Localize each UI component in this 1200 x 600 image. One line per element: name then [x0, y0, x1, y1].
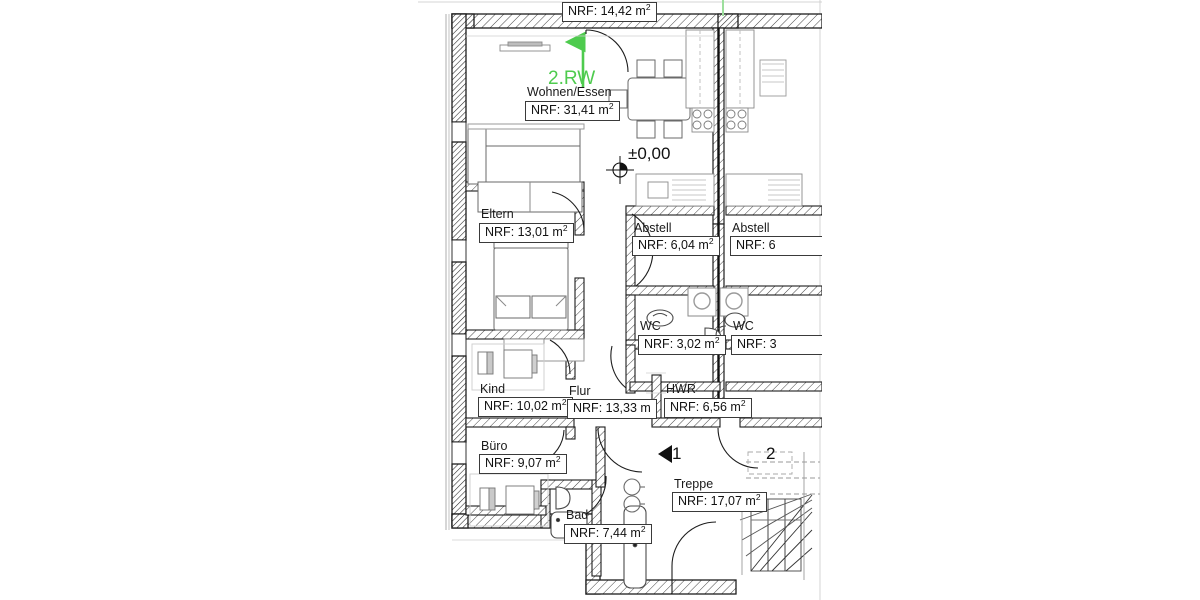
viewport-mask-right: [822, 0, 1200, 600]
level-marker-label: ±0,00: [628, 144, 671, 163]
nrf-box-wc-left: NRF: 3,02 m2: [638, 335, 726, 356]
party-wall-vertical: [712, 27, 725, 415]
escape-route-label: 2.RW: [548, 68, 596, 89]
exterior-wall-left: [445, 13, 467, 530]
nrf-box-buero: NRF: 9,07 m2: [479, 454, 567, 475]
section-mark-1-label: 1: [672, 444, 682, 463]
room-label-buero: Büro: [481, 439, 508, 453]
furniture-kitchen-right: [725, 29, 803, 207]
level-symbol: [606, 156, 634, 184]
section-mark-1-triangle: [658, 445, 672, 463]
room-label-hwr: HWR: [666, 382, 696, 396]
furniture-double-bed: [493, 239, 569, 331]
furniture-kind: [471, 343, 545, 391]
fixture-washer-left: [687, 287, 749, 317]
nrf-value-hwr: NRF: 6,56 m: [670, 400, 741, 414]
nrf-value-top-clipped: NRF: 14,42 m: [568, 4, 646, 18]
room-label-flur: Flur: [569, 384, 591, 398]
room-label-wc-left: WC: [640, 319, 661, 333]
nrf-value-flur: NRF: 13,33 m: [573, 401, 651, 415]
nrf-box-flur: NRF: 13,33 m: [567, 399, 657, 420]
room-label-treppe: Treppe: [674, 477, 714, 491]
nrf-box-wohnen-essen: NRF: 31,41 m2: [525, 101, 620, 122]
nrf-box-hwr: NRF: 6,56 m2: [664, 398, 752, 419]
nrf-box-bad: NRF: 7,44 m2: [564, 524, 652, 545]
nrf-box-abstell-right: NRF: 6: [730, 236, 828, 257]
nrf-box-treppe: NRF: 17,07 m2: [672, 492, 767, 513]
room-label-bad: Bad: [566, 508, 589, 522]
section-mark-2-label: 2: [766, 444, 776, 463]
door-swings: [541, 29, 759, 594]
nrf-value-treppe: NRF: 17,07 m: [678, 494, 756, 508]
furniture-sofa: [467, 123, 585, 213]
nrf-box-wc-right: NRF: 3: [731, 335, 831, 356]
room-label-abstell-right: Abstell: [732, 221, 770, 235]
furniture-kitchen-left: [635, 29, 715, 207]
nrf-box-eltern: NRF: 13,01 m2: [479, 223, 574, 244]
nrf-value-abstell-left: NRF: 6,04 m: [638, 238, 709, 252]
nrf-value-buero: NRF: 9,07 m: [485, 456, 556, 470]
room-label-abstell-left: Abstell: [634, 221, 672, 235]
nrf-value-abstell-right: NRF: 6: [736, 238, 776, 252]
nrf-value-wc-left: NRF: 3,02 m: [644, 337, 715, 351]
room-label-eltern: Eltern: [481, 207, 514, 221]
furniture-tv-console: [499, 41, 551, 52]
nrf-value-kind: NRF: 10,02 m: [484, 399, 562, 413]
nrf-box-top-clipped: NRF: 14,42 m2: [562, 2, 657, 23]
nrf-box-kind: NRF: 10,02 m2: [478, 397, 573, 418]
room-label-wohnen-essen: Wohnen/Essen: [527, 85, 612, 99]
nrf-value-eltern: NRF: 13,01 m: [485, 225, 563, 239]
room-label-wc-right: WC: [733, 319, 754, 333]
nrf-box-abstell-left: NRF: 6,04 m2: [632, 236, 720, 257]
nrf-value-wc-right: NRF: 3: [737, 337, 777, 351]
nrf-value-wohnen-essen: NRF: 31,41 m: [531, 103, 609, 117]
furniture-buero: [469, 473, 549, 527]
viewport-mask-left: [0, 0, 418, 600]
staircase: [739, 451, 820, 580]
nrf-value-bad: NRF: 7,44 m: [570, 526, 641, 540]
room-label-kind: Kind: [480, 382, 506, 396]
